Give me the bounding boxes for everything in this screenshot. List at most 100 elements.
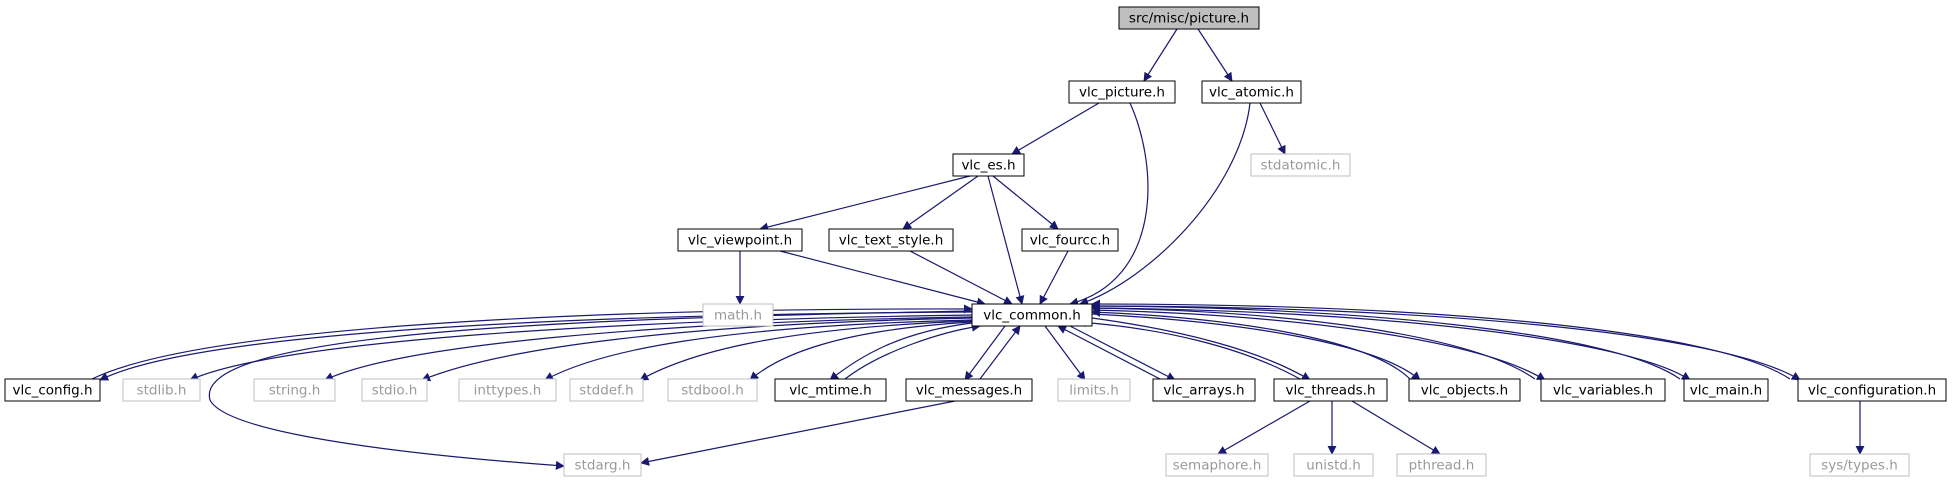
edge-root-to-vlc-atomic	[1197, 28, 1233, 82]
node-vlc-config[interactable]: vlc_config.h	[4, 378, 101, 402]
node-box	[1118, 6, 1260, 30]
edge-path	[759, 175, 971, 232]
node-label: limits.h	[1069, 383, 1119, 399]
node-box	[1396, 453, 1487, 477]
edge-vlc-es-to-vlc-text-style	[902, 175, 979, 230]
node-vlc-main[interactable]: vlc_main.h	[1683, 378, 1769, 402]
edge-path	[99, 311, 973, 381]
edge-path	[1091, 299, 1791, 380]
node-box	[952, 153, 1025, 177]
node-vlc-atomic[interactable]: vlc_atomic.h	[1201, 80, 1302, 104]
edge-vlc-main-to-vlc-common	[1091, 301, 1681, 380]
edge-path	[779, 250, 986, 307]
edge-vlc-common-to-vlc-variables	[1091, 309, 1546, 381]
node-box	[1408, 378, 1521, 402]
edge-vlc-common-to-stdarg	[208, 310, 973, 470]
node-label: unistd.h	[1306, 458, 1361, 474]
node-label: vlc_objects.h	[1421, 383, 1508, 399]
node-vlc-es[interactable]: vlc_es.h	[952, 153, 1025, 177]
edge-path	[1197, 28, 1233, 82]
node-sys-types: sys/types.h	[1809, 453, 1910, 477]
node-box	[1165, 453, 1269, 477]
edge-vlc-viewpoint-to-vlc-common	[779, 250, 986, 307]
node-box	[361, 378, 428, 402]
node-label: src/misc/picture.h	[1129, 11, 1249, 27]
edge-vlc-common-to-limits	[1044, 325, 1086, 381]
edge-root-to-vlc-picture	[1143, 28, 1178, 82]
node-vlc-configuration[interactable]: vlc_configuration.h	[1797, 378, 1947, 402]
node-vlc-picture[interactable]: vlc_picture.h	[1068, 80, 1176, 104]
edge-vlc-config-to-vlc-common	[91, 304, 973, 380]
node-vlc-common[interactable]: vlc_common.h	[971, 303, 1093, 327]
node-vlc-arrays[interactable]: vlc_arrays.h	[1152, 378, 1256, 402]
node-label: vlc_variables.h	[1553, 383, 1653, 399]
edge-vlc-common-to-stdbool	[749, 321, 973, 381]
node-label: string.h	[269, 383, 321, 399]
edge-vlc-arrays-to-vlc-common	[1057, 325, 1161, 380]
node-vlc-mtime[interactable]: vlc_mtime.h	[774, 378, 887, 402]
node-vlc-viewpoint[interactable]: vlc_viewpoint.h	[677, 228, 803, 252]
node-vlc-messages[interactable]: vlc_messages.h	[905, 378, 1033, 402]
node-label: vlc_configuration.h	[1808, 383, 1936, 399]
node-vlc-objects[interactable]: vlc_objects.h	[1408, 378, 1521, 402]
edge-vlc-common-to-vlc-configuration	[1091, 305, 1801, 381]
edge-vlc-common-to-vlc-threads	[1091, 317, 1311, 381]
node-box	[677, 228, 803, 252]
edge-vlc-common-to-stdio	[421, 317, 973, 382]
edge-vlc-common-to-vlc-main	[1091, 307, 1691, 381]
nodes-layer: src/misc/picture.h vlc_picture.h vlc_atomi…	[4, 6, 1947, 477]
node-box	[1068, 80, 1176, 104]
edge-path	[421, 317, 973, 382]
edge-path	[640, 400, 956, 466]
node-root[interactable]: src/misc/picture.h	[1118, 6, 1260, 30]
edge-vlc-es-to-vlc-viewpoint	[759, 175, 971, 232]
edge-path	[979, 325, 1021, 380]
edge-path	[829, 322, 973, 381]
node-box	[971, 303, 1093, 327]
edge-vlc-mtime-to-vlc-common	[844, 322, 981, 380]
node-label: vlc_fourcc.h	[1030, 233, 1110, 249]
node-label: math.h	[714, 308, 762, 324]
edge-path	[1143, 28, 1178, 82]
edge-path	[1011, 102, 1100, 155]
node-box	[1683, 378, 1769, 402]
node-box	[828, 228, 954, 252]
node-box	[667, 378, 758, 402]
edge-vlc-configuration-to-vlc-common	[1091, 299, 1791, 380]
node-vlc-text-style[interactable]: vlc_text_style.h	[828, 228, 954, 252]
edge-vlc-common-to-vlc-arrays	[1069, 325, 1176, 381]
node-stddef: stddef.h	[569, 378, 644, 402]
edge-vlc-threads-to-pthread	[1351, 400, 1441, 455]
node-stdatomic: stdatomic.h	[1250, 153, 1351, 177]
node-vlc-fourcc[interactable]: vlc_fourcc.h	[1021, 228, 1119, 252]
edge-path	[324, 316, 973, 381]
edge-vlc-common-to-vlc-objects	[1091, 313, 1421, 381]
edge-path	[1079, 102, 1251, 306]
node-unistd: unistd.h	[1293, 453, 1374, 477]
node-label: stdbool.h	[681, 383, 744, 399]
edge-path	[639, 320, 973, 381]
node-label: vlc_main.h	[1690, 383, 1763, 399]
edge-vlc-common-to-vlc-mtime	[829, 322, 973, 381]
node-box	[774, 378, 887, 402]
edge-path	[1259, 102, 1286, 155]
node-vlc-threads[interactable]: vlc_threads.h	[1273, 378, 1388, 402]
node-label: vlc_es.h	[961, 158, 1015, 174]
node-label: stdio.h	[372, 383, 418, 399]
node-stdbool: stdbool.h	[667, 378, 758, 402]
edge-path	[964, 325, 1006, 381]
node-label: stddef.h	[579, 383, 633, 399]
node-label: vlc_text_style.h	[839, 233, 944, 249]
edge-path	[909, 250, 1013, 305]
edge-path	[844, 322, 981, 380]
node-box	[1201, 80, 1302, 104]
node-math: math.h	[702, 303, 774, 327]
node-box	[563, 453, 642, 477]
edge-path	[1057, 325, 1161, 380]
edge-vlc-variables-to-vlc-common	[1091, 303, 1536, 380]
edge-vlc-picture-to-vlc-es	[1011, 102, 1100, 155]
node-box	[1293, 453, 1374, 477]
node-vlc-variables[interactable]: vlc_variables.h	[1540, 378, 1666, 402]
edge-path	[1091, 305, 1801, 381]
